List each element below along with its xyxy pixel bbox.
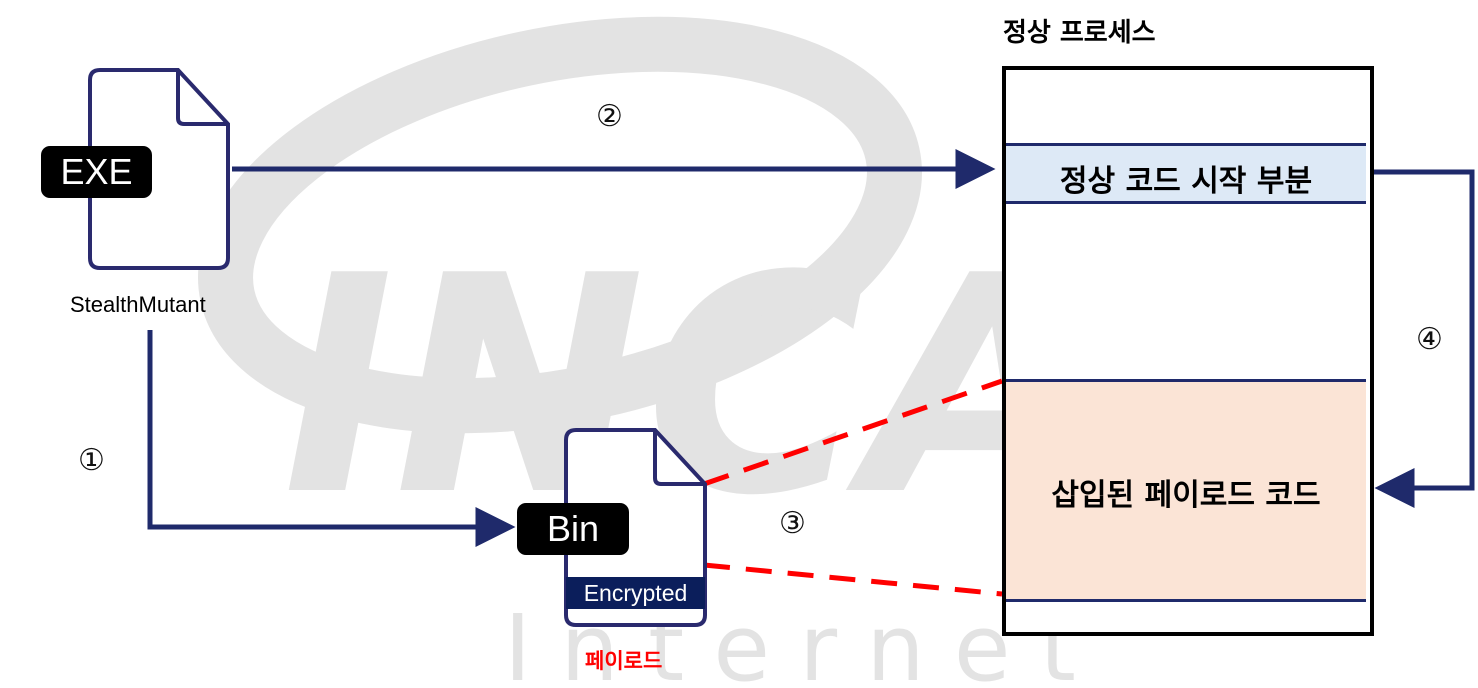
injected-payload-segment — [1006, 379, 1366, 602]
arrow-step1 — [147, 330, 516, 547]
payload-caption: 페이로드 — [585, 649, 663, 673]
exe-badge: EXE — [41, 146, 152, 198]
step-4-marker: ④ — [1416, 322, 1443, 357]
injected-payload-label: 삽입된 페이로드 코드 — [1051, 478, 1321, 513]
step-2-marker: ② — [596, 99, 623, 134]
exe-filename: StealthMutant — [70, 292, 206, 317]
normal-code-start-label: 정상 코드 시작 부분 — [1059, 164, 1313, 199]
process-title: 정상 프로세스 — [1003, 18, 1156, 48]
bin-badge: Bin — [517, 503, 629, 555]
dashed-injection-bottom — [703, 562, 1003, 597]
step-1-marker: ① — [78, 443, 105, 478]
dashed-injection-top — [703, 378, 1003, 487]
encrypted-tag: Encrypted — [566, 577, 705, 609]
arrow-step4 — [1370, 169, 1475, 508]
normal-code-start-segment — [1006, 143, 1366, 204]
step-3-marker: ③ — [779, 506, 806, 541]
